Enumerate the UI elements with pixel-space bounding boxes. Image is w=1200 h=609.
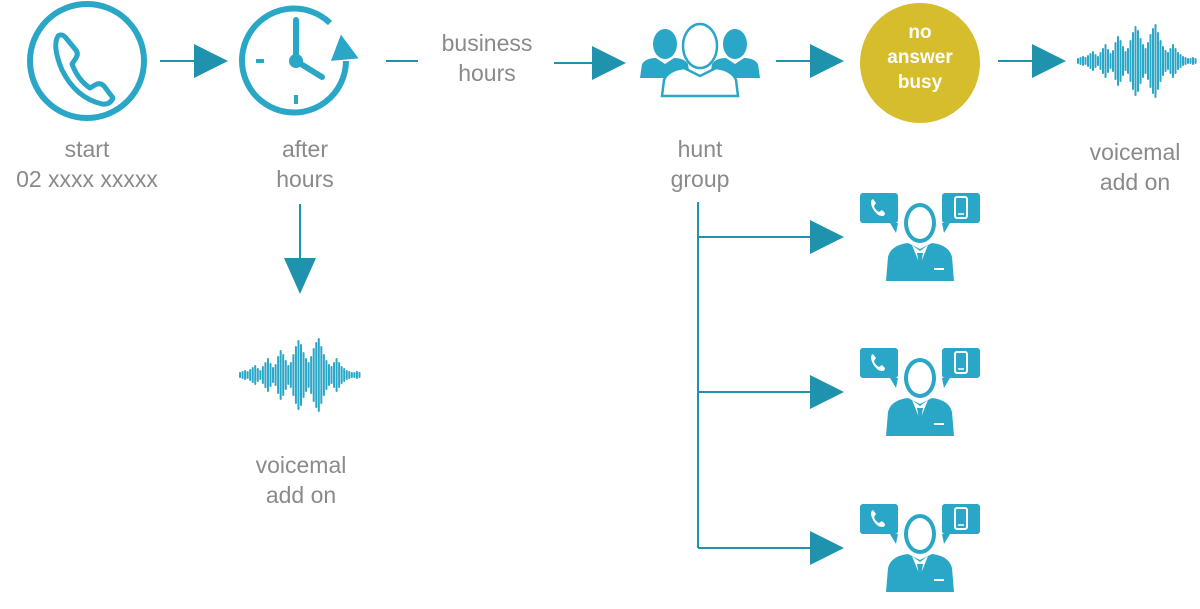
after-hours-label: after hours (240, 134, 370, 194)
no-answer-text: no answer busy (860, 20, 980, 95)
start-label: start 02 xxxx xxxxx (0, 134, 174, 194)
hunt-group-line1: hunt (677, 136, 723, 162)
no-answer-line1: no (908, 22, 932, 43)
hunt-group-line2: group (670, 166, 730, 192)
team-icon (640, 22, 760, 98)
arrow-hunt-group-to-no-answer (776, 44, 844, 78)
agent-icon (859, 347, 981, 437)
no-answer-line2: answer (887, 47, 953, 68)
hunt-group-label: hunt group (640, 134, 760, 194)
voicemail-top-line2: add on (1099, 169, 1171, 195)
agent-icon (859, 192, 981, 282)
business-hours-label: business hours (422, 28, 552, 88)
after-hours-line1: after (281, 136, 329, 162)
start-label-line1: start (64, 136, 110, 162)
voicemail-bottom-line1: voicemal (255, 452, 347, 478)
business-hours-line2: hours (458, 60, 516, 86)
no-answer-badge (860, 3, 980, 123)
voicemail-bottom-label: voicemal add on (236, 450, 366, 510)
arrow-start-to-after-hours (160, 44, 228, 78)
phone-icon (27, 1, 147, 121)
business-hours-line1: business (441, 30, 533, 56)
voicemail-top-label: voicemal add on (1070, 137, 1200, 197)
clock-icon (239, 5, 359, 116)
after-hours-line2: hours (276, 166, 334, 192)
start-number: 02 xxxx xxxxx (16, 166, 158, 192)
arrow-no-answer-to-voicemail (998, 44, 1066, 78)
agent-icon (859, 503, 981, 593)
hunt-group-branches (697, 202, 844, 565)
voicemail-top-line1: voicemal (1089, 139, 1181, 165)
voicemail-bottom-line2: add on (265, 482, 337, 508)
voicemail-waveform-icon (1077, 24, 1197, 98)
arrow-business-to-hunt-group (554, 46, 626, 80)
no-answer-line3: busy (897, 72, 943, 93)
voicemail-waveform-icon (239, 338, 361, 412)
arrow-after-hours-to-voicemail (284, 204, 316, 294)
